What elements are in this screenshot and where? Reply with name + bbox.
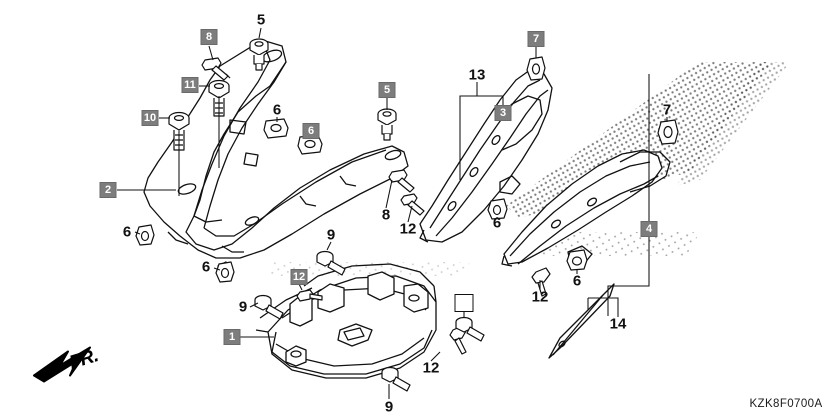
part-callout-10: 10 xyxy=(141,110,159,126)
part-callout-5: 5 xyxy=(378,82,396,98)
clip-6-b xyxy=(297,134,323,155)
part-3b-right-outer-cover xyxy=(501,149,671,267)
leader-lines xyxy=(117,27,668,399)
part-callout-4: 4 xyxy=(640,221,658,237)
part-callout-6: 6 xyxy=(122,223,132,241)
fr-direction-arrow xyxy=(30,346,94,391)
part-14-molding-strip xyxy=(548,283,615,359)
part-1-center-floor-panel xyxy=(255,263,437,379)
bolt-12-a xyxy=(400,193,425,216)
part-callout-7: 7 xyxy=(527,31,545,47)
clip-7-top xyxy=(526,56,546,81)
bolt-9-a xyxy=(316,250,346,276)
bolt-12-d xyxy=(531,267,551,297)
diagram-code-label: KZK8F0700A xyxy=(749,398,823,410)
part-callout-11: 11 xyxy=(181,77,199,93)
bolt-9-c xyxy=(381,366,411,392)
part-callout-6: 6 xyxy=(492,214,502,232)
part-callout-2: 2 xyxy=(99,182,117,198)
clip-6-d xyxy=(215,261,235,283)
part-2-floor-step-left xyxy=(143,39,409,277)
part-callout-blank xyxy=(454,294,474,312)
bolt-12-b xyxy=(296,289,323,302)
bolt-5-top xyxy=(249,38,269,71)
bolt-8-b xyxy=(388,169,415,193)
part-callout-1: 1 xyxy=(223,329,241,345)
part-callout-8: 8 xyxy=(200,29,218,45)
part-3-right-inner-cover xyxy=(419,69,553,243)
part-callout-3: 3 xyxy=(494,105,512,121)
part-callout-6: 6 xyxy=(272,101,282,119)
bolt-8-top xyxy=(201,57,231,81)
part-callout-6: 6 xyxy=(302,123,320,139)
part-callout-12: 12 xyxy=(290,269,308,285)
part-callout-6: 6 xyxy=(572,272,582,290)
part-callout-8: 8 xyxy=(381,206,391,224)
clip-7-right xyxy=(657,119,679,145)
fasteners xyxy=(135,38,679,392)
bolt-9-b xyxy=(254,294,284,320)
part-callout-7: 7 xyxy=(662,101,672,119)
part-callout-12: 12 xyxy=(531,288,549,306)
part-callout-9: 9 xyxy=(384,398,394,416)
bolt-5-mid xyxy=(377,108,397,141)
clip-6-c xyxy=(135,224,155,246)
part-callout-12: 12 xyxy=(422,359,440,377)
part-callout-9: 9 xyxy=(326,226,336,244)
part-callout-9: 9 xyxy=(238,298,248,316)
clip-6-e xyxy=(487,198,508,220)
part-callout-13: 13 xyxy=(468,66,486,84)
clip-6-f xyxy=(566,249,588,271)
part-callout-5: 5 xyxy=(256,11,266,29)
part-callout-6: 6 xyxy=(201,258,211,276)
part-callout-14: 14 xyxy=(609,315,627,333)
clip-6-a xyxy=(263,118,289,139)
part-callout-12: 12 xyxy=(399,220,417,238)
